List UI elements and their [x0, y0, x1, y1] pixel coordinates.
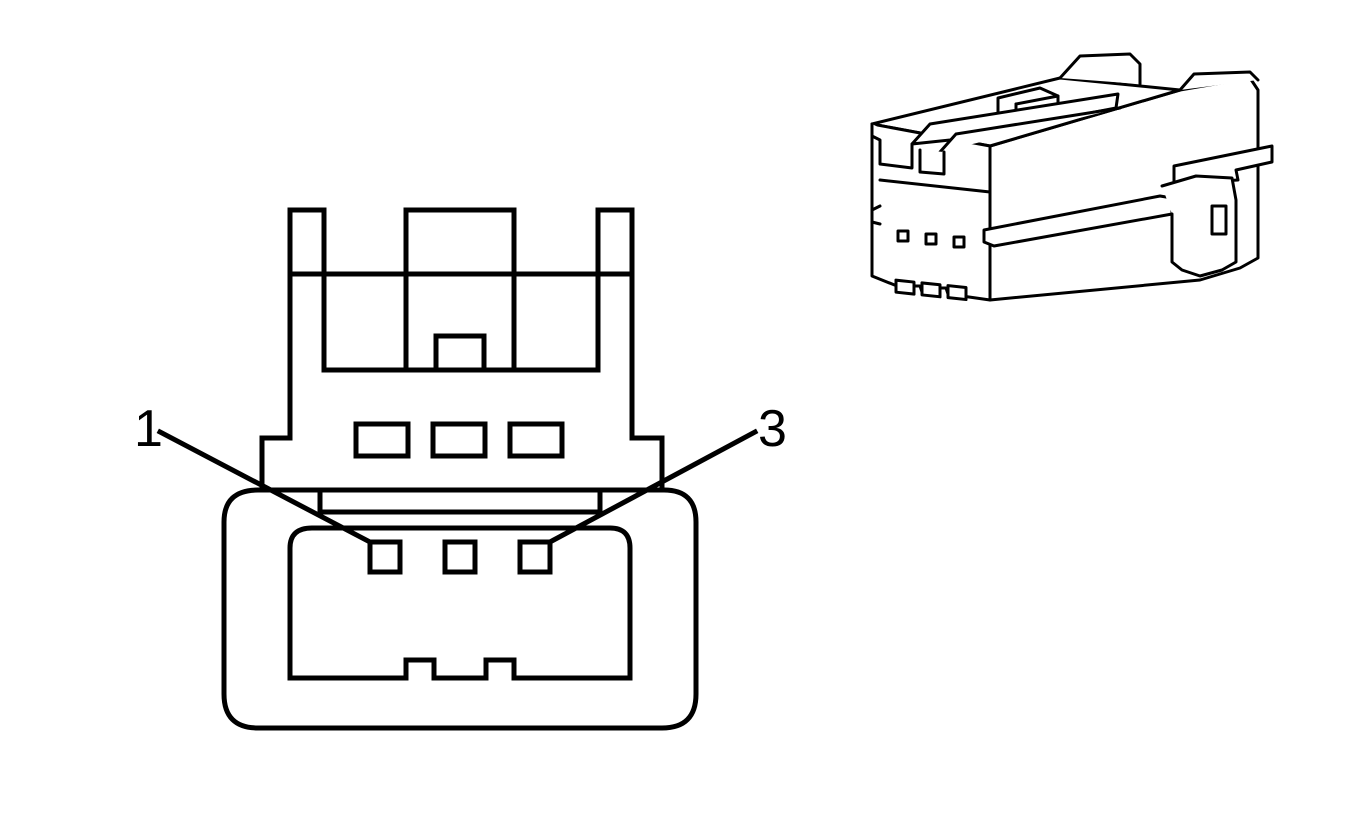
- latch-tab: [433, 333, 487, 373]
- iso-pin-cavity: [896, 229, 910, 243]
- iso-top-ridge: [1058, 52, 1142, 86]
- iso-upper-slot: [894, 278, 916, 296]
- connector-isometric-view: [870, 52, 1274, 302]
- iso-top-ridge: [1178, 70, 1260, 92]
- inner-face: [287, 525, 633, 681]
- connector-face-view: [156, 207, 759, 731]
- iso-upper-slot: [946, 284, 968, 302]
- upper-slot: [507, 421, 565, 459]
- leader-line-pin-1: [156, 428, 374, 546]
- pin-label-1: 1: [134, 400, 163, 458]
- pin-cavity: [442, 539, 478, 575]
- upper-slot: [353, 421, 411, 459]
- iso-pin-cavity: [924, 232, 938, 246]
- iso-front-edge: [870, 220, 882, 226]
- outer-shell: [221, 487, 699, 731]
- iso-front-edge: [870, 204, 882, 212]
- pin-cavity: [517, 539, 553, 575]
- latch-window: [321, 271, 601, 373]
- iso-latch-edge: [1014, 94, 1060, 106]
- iso-front-edge: [878, 178, 992, 194]
- iso-pin-cavity: [952, 235, 966, 249]
- pin-cavity: [367, 539, 403, 575]
- iso-lever-slot: [1210, 204, 1228, 236]
- pin-label-3: 3: [758, 400, 787, 458]
- iso-top-rail: [938, 106, 1122, 154]
- leader-line-pin-3: [546, 428, 759, 546]
- iso-upper-slot: [920, 281, 942, 299]
- iso-side-lever: [1160, 174, 1238, 278]
- upper-slot: [430, 421, 488, 459]
- iso-front-lip: [918, 148, 946, 176]
- iso-front-lip: [870, 122, 914, 170]
